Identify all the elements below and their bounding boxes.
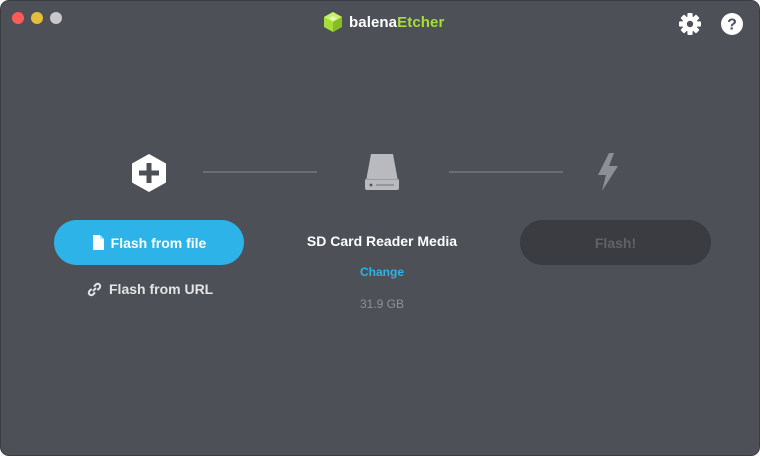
- question-circle-icon: ?: [721, 13, 743, 35]
- link-icon: [87, 282, 102, 296]
- svg-text:?: ?: [727, 17, 737, 34]
- flash-from-file-label: Flash from file: [110, 234, 207, 251]
- drive-icon: [365, 154, 399, 190]
- brand-etcher-text: Etcher: [397, 13, 445, 31]
- brand-balena-text: balena: [349, 13, 398, 31]
- balena-cube-icon: [324, 12, 342, 32]
- flash-from-file-button[interactable]: Flash from file: [54, 220, 244, 265]
- window-close-button[interactable]: [12, 12, 24, 24]
- flash-from-url-link[interactable]: Flash from URL: [87, 278, 213, 300]
- flash-button[interactable]: Flash!: [520, 220, 711, 265]
- step-connector-2: [449, 171, 563, 173]
- plus-hexagon-icon: [132, 154, 166, 192]
- help-button[interactable]: ?: [720, 12, 744, 36]
- app-title: balenaEtcher: [349, 14, 444, 31]
- target-drive-name: SD Card Reader Media: [306, 233, 458, 249]
- change-target-link[interactable]: Change: [359, 265, 404, 279]
- window-maximize-button[interactable]: [50, 12, 62, 24]
- gear-icon: [679, 13, 701, 35]
- file-icon: [92, 235, 104, 250]
- target-step-icon: [362, 151, 402, 193]
- flash-from-url-label: Flash from URL: [109, 281, 214, 297]
- target-drive-size: 31.9 GB: [359, 297, 405, 311]
- lightning-icon: [598, 153, 618, 191]
- window-minimize-button[interactable]: [31, 12, 43, 24]
- settings-button[interactable]: [678, 12, 702, 36]
- app-brand: balenaEtcher: [323, 11, 444, 33]
- flash-step-icon: [593, 151, 623, 193]
- source-step-icon: [129, 152, 169, 194]
- step-connector-1: [203, 171, 317, 173]
